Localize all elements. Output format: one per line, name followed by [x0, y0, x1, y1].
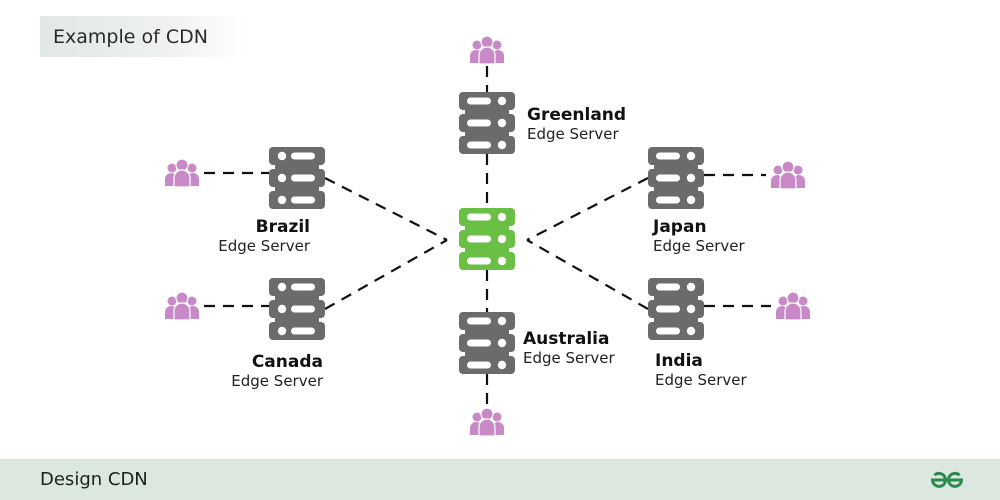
diagram-title: Example of CDN: [40, 16, 246, 57]
server-icon-brazil: [269, 147, 325, 209]
server-icon-india: [648, 278, 704, 340]
edge-server-subtitle: Edge Server: [527, 124, 619, 143]
server-icon-greenland: [459, 92, 515, 154]
label-japan: Japan Edge Server: [653, 217, 745, 255]
users-icon-australia: [470, 407, 504, 437]
edge-server-name: Japan: [653, 217, 707, 237]
edge-server-name: Canada: [251, 352, 323, 372]
edge-server-subtitle: Edge Server: [653, 236, 745, 255]
edge-server-name: Greenland: [527, 105, 627, 125]
line-origin-india: [526, 239, 649, 310]
users-icon-canada: [165, 291, 199, 321]
label-greenland: Greenland Edge Server: [527, 105, 627, 143]
label-australia: Australia Edge Server: [523, 329, 615, 367]
edge-server-subtitle: Edge Server: [523, 348, 615, 367]
origin-server-icon: [459, 208, 515, 270]
cdn-diagram: [165, 35, 810, 437]
edge-server-subtitle: Edge Server: [655, 370, 747, 389]
gfg-logo-icon: [930, 471, 964, 488]
label-brazil: Brazil Edge Server: [218, 217, 310, 255]
edge-server-subtitle: Edge Server: [231, 371, 323, 390]
users-icon-brazil: [165, 158, 199, 188]
line-origin-japan: [526, 177, 649, 241]
users-icon-japan: [771, 160, 805, 190]
edge-server-subtitle: Edge Server: [218, 236, 310, 255]
diagram-title-text: Example of CDN: [53, 25, 208, 48]
footer-title: Design CDN: [40, 469, 148, 490]
server-icon-canada: [269, 278, 325, 340]
line-origin-brazil: [324, 177, 448, 241]
server-icon-japan: [648, 147, 704, 209]
users-icon-india: [776, 291, 810, 321]
edge-server-name: Brazil: [255, 217, 310, 237]
nodes: [165, 35, 810, 437]
label-india: India Edge Server: [655, 351, 747, 389]
line-origin-canada: [324, 239, 448, 310]
connection-lines: [204, 66, 771, 404]
label-canada: Canada Edge Server: [231, 352, 323, 390]
users-icon-greenland: [470, 35, 504, 65]
edge-server-name: Australia: [523, 329, 610, 349]
server-icon-australia: [459, 312, 515, 374]
edge-server-name: India: [655, 351, 703, 371]
footer-bar: Design CDN: [0, 459, 1000, 500]
